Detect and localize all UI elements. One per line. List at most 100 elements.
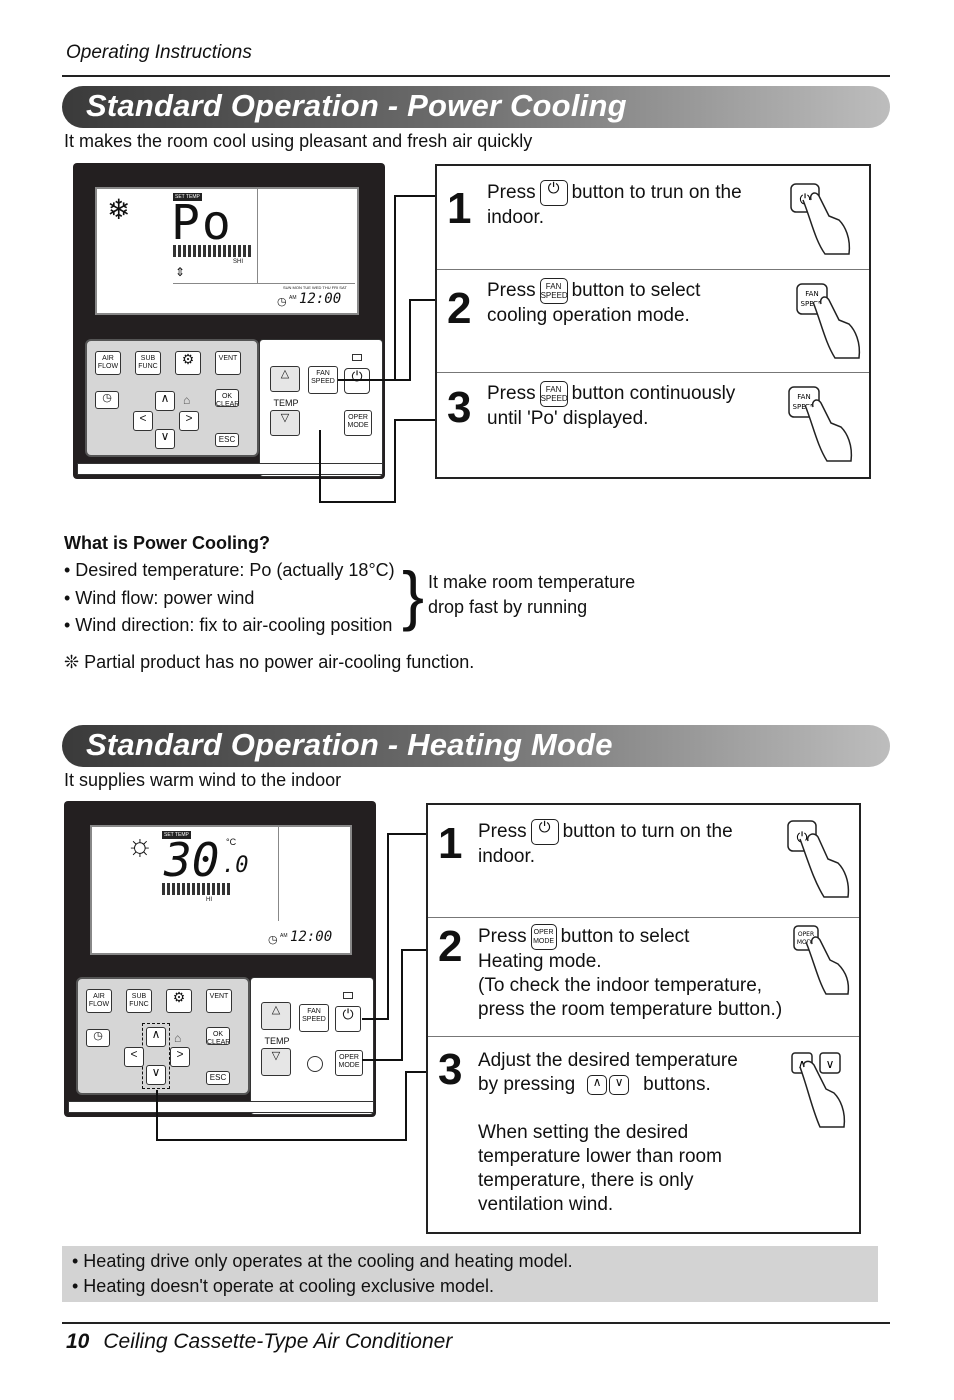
temp-down-button[interactable]: ▽ [261,1048,291,1076]
indicator-led [352,354,362,361]
svg-text:∨: ∨ [826,1057,835,1071]
cooling-side-panel: △ TEMP ▽ FAN SPEED ⏻ OPER MODE [259,339,383,477]
section-header: Operating Instructions [66,42,252,63]
svg-text:SPEED: SPEED [801,300,824,308]
chevron-left-icon: < [130,1047,138,1061]
heating-step-1: 1 Press⏻button to turn on the indoor. ⏻ [428,805,859,917]
step-number: 1 [438,819,463,868]
cooling-callout-lines [319,195,437,503]
power-icon: ⏻ [539,180,568,206]
cooling-title-banner: Standard Operation - Power Cooling [62,86,890,128]
bullet-3: • Wind direction: fix to air-cooling pos… [64,615,393,635]
left-button[interactable]: < [124,1047,144,1067]
air-flow-button[interactable]: AIR FLOW [95,351,121,375]
sub-func-button[interactable]: SUB FUNC [126,989,152,1013]
gear-icon: ⚙ [181,351,195,367]
chevron-right-icon: > [185,411,193,425]
vent-button[interactable]: VENT [206,989,232,1013]
settings-button[interactable]: ⚙ [175,351,201,375]
triangle-up-icon: △ [280,368,290,380]
swing-icon: ⇕ [175,265,186,279]
room-temp-button[interactable] [307,1056,323,1072]
temp-label: TEMP [273,398,299,408]
vent-button[interactable]: VENT [215,351,241,375]
air-flow-button[interactable]: AIR FLOW [86,989,112,1013]
step-line2: Heating mode. [478,951,602,972]
fan-speed-button[interactable]: FAN SPEED [308,366,338,394]
sun-icon: ☼ [126,829,154,862]
step-line2: until 'Po' displayed. [487,408,649,429]
oper-mode-button[interactable]: OPER MODE [344,410,372,436]
ok-clear-button[interactable]: OK CLEAR [215,389,239,408]
heating-callout-lines [156,833,428,1141]
heating-side-panel: △ TEMP ▽ FAN SPEED ⏻ OPER MODE [250,977,374,1115]
esc-button[interactable]: ESC [215,433,239,447]
unit-label: °C [226,837,237,847]
heating-title-banner: Standard Operation - Heating Mode [62,725,890,767]
temp-up-button[interactable]: △ [270,366,300,392]
week-strip: SUN MON TUE WED THU FRI SAT [283,285,347,290]
right-button[interactable]: > [179,411,199,431]
step-post: button to select [571,280,701,302]
left-button[interactable]: < [133,411,153,431]
triangle-down-icon: ▽ [280,412,290,424]
step-line3: (To check the indoor temperature, [478,975,763,996]
oper-mode-button[interactable]: OPER MODE [335,1050,363,1076]
step-text: Press⏻button to turn on the indoor. [478,819,733,869]
svg-text:⏻: ⏻ [796,830,807,846]
esc-button[interactable]: ESC [206,1071,230,1085]
fan-speed-button[interactable]: FAN SPEED [299,1004,329,1032]
step-pre: Press [478,821,527,843]
callout-line-3 [156,1071,428,1141]
ok-clear-button[interactable]: OK CLEAR [206,1027,230,1046]
remote-base [68,1101,374,1113]
temp-up-button[interactable]: △ [261,1002,291,1030]
up-button[interactable]: ∧ [155,391,175,411]
down-button[interactable]: ∨ [155,429,175,449]
step-post: button to turn on the [562,821,733,843]
hand-press-icon: FAN SPEED [795,280,865,371]
timer-button[interactable]: ◷ [86,1029,110,1047]
settings-button[interactable]: ⚙ [166,989,192,1013]
lcd-divider [257,189,258,283]
hand-press-icon: ∧∨ [790,1047,854,1152]
temp-label: TEMP [264,1036,290,1046]
step-line1: Adjust the desired temperature [478,1050,738,1071]
svg-text:FAN: FAN [805,290,818,298]
lcd-time: 12:00 [299,291,342,307]
step-line5: temperature, there is only [478,1170,694,1191]
chevron-left-icon: < [139,411,147,425]
callout-line-2 [362,949,428,1061]
cooling-title: Standard Operation - Power Cooling [86,88,627,123]
chevron-down-icon: ∨ [609,1074,630,1095]
step-text: Adjust the desired temperature by pressi… [478,1049,738,1217]
step-line2: indoor. [487,207,545,228]
fan-speed-icon: FAN SPEED [539,381,568,407]
power-button[interactable]: ⏻ [335,1006,361,1032]
up-button[interactable]: ∧ [146,1027,166,1047]
right-button[interactable]: > [170,1047,190,1067]
temp-down-button[interactable]: ▽ [270,410,300,436]
step-pre: by pressing [478,1074,576,1095]
step-pre: Press [478,926,527,948]
step-pre: Press [487,182,536,204]
footer-title: Ceiling Cassette-Type Air Conditioner [103,1330,453,1353]
down-button[interactable]: ∨ [146,1065,166,1085]
step-number: 3 [438,1045,463,1094]
chevron-up-icon: ∧ [160,391,170,405]
triangle-down-icon: ▽ [271,1050,281,1062]
callout-line-1 [362,833,428,1020]
timer-button[interactable]: ◷ [95,391,119,409]
step-text: Press⏻button to trun on the indoor. [487,180,742,230]
cooling-subtitle: It makes the room cool using pleasant an… [64,131,533,151]
am-label: AM [289,295,297,301]
sub-func-button[interactable]: SUB FUNC [135,351,161,375]
snowflake-icon: ❄ [107,194,131,225]
